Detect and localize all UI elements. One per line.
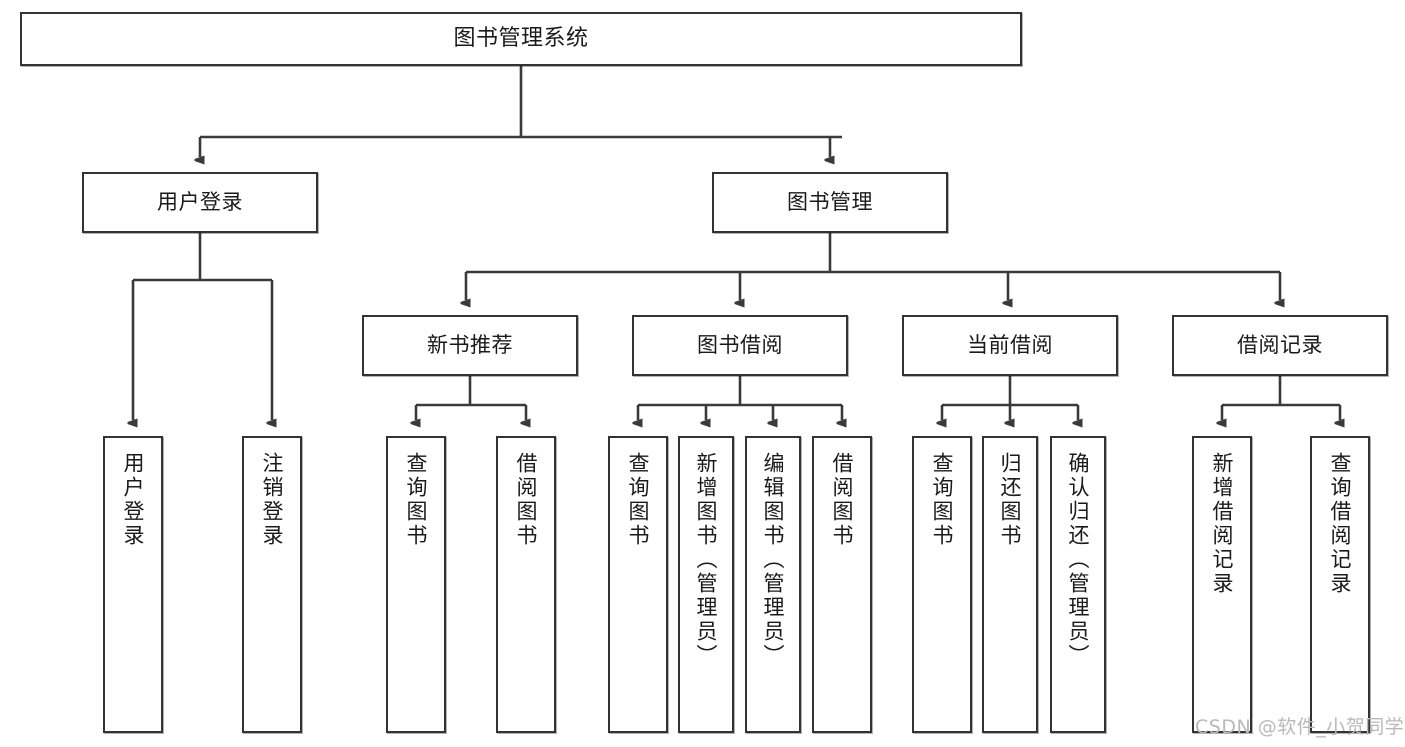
- node-label: 查询图书: [626, 452, 651, 548]
- node-book-borrow[interactable]: 图书借阅: [632, 315, 848, 376]
- node-leaf-query-book-recommend[interactable]: 查询图书: [386, 436, 446, 733]
- node-label: 编辑图书（管理员）: [761, 452, 786, 668]
- node-leaf-confirm-return-admin[interactable]: 确认归还（管理员）: [1050, 436, 1106, 733]
- node-label: 图书管理: [787, 189, 873, 214]
- csdn-watermark: CSDN @软件_小贺同学: [1195, 716, 1405, 738]
- node-label: 借阅图书: [830, 452, 855, 548]
- node-label: 借阅图书: [514, 452, 539, 548]
- node-leaf-edit-book-admin[interactable]: 编辑图书（管理员）: [745, 436, 801, 733]
- node-leaf-query-book-current[interactable]: 查询图书: [912, 436, 972, 733]
- node-leaf-return-book[interactable]: 归还图书: [982, 436, 1038, 733]
- node-leaf-borrow-book[interactable]: 借阅图书: [812, 436, 872, 733]
- node-label: 确认归还（管理员）: [1066, 452, 1091, 668]
- node-leaf-query-book-borrow[interactable]: 查询图书: [608, 436, 668, 733]
- node-label: 归还图书: [998, 452, 1023, 548]
- node-label: 用户登录: [157, 189, 243, 214]
- node-label: 新增借阅记录: [1210, 452, 1235, 596]
- node-leaf-user-login[interactable]: 用户登录: [103, 436, 163, 733]
- node-borrow-record[interactable]: 借阅记录: [1172, 315, 1388, 376]
- node-label: 新书推荐: [427, 332, 513, 357]
- node-label: 借阅记录: [1237, 332, 1323, 357]
- node-book-management[interactable]: 图书管理: [712, 172, 948, 233]
- node-root-book-management-system[interactable]: 图书管理系统: [20, 12, 1022, 66]
- node-label: 图书借阅: [697, 332, 783, 357]
- node-label: 图书管理系统: [453, 25, 589, 51]
- node-leaf-logout[interactable]: 注销登录: [242, 436, 302, 733]
- node-leaf-add-borrow-record[interactable]: 新增借阅记录: [1192, 436, 1252, 733]
- node-leaf-query-borrow-record[interactable]: 查询借阅记录: [1310, 436, 1370, 733]
- node-user-login[interactable]: 用户登录: [82, 172, 318, 233]
- node-new-book-recommend[interactable]: 新书推荐: [362, 315, 578, 376]
- node-label: 查询借阅记录: [1328, 452, 1353, 596]
- node-label: 查询图书: [930, 452, 955, 548]
- node-current-borrow[interactable]: 当前借阅: [902, 315, 1118, 376]
- node-leaf-borrow-book-recommend[interactable]: 借阅图书: [496, 436, 556, 733]
- node-label: 注销登录: [260, 452, 285, 548]
- node-label: 新增图书（管理员）: [694, 452, 719, 668]
- node-leaf-add-book-admin[interactable]: 新增图书（管理员）: [678, 436, 734, 733]
- node-label: 当前借阅: [967, 332, 1053, 357]
- node-label: 用户登录: [121, 452, 146, 548]
- node-label: 查询图书: [404, 452, 429, 548]
